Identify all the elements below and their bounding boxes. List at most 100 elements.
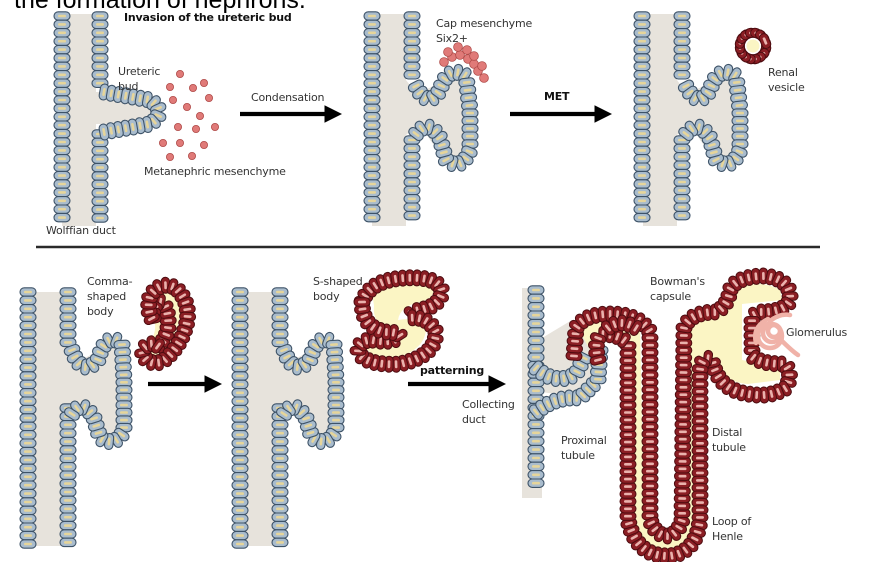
duct-cell: [363, 170, 381, 181]
duct-cell: [673, 36, 691, 46]
duct-cell: [59, 312, 77, 322]
duct-cell: [271, 512, 289, 522]
duct-cell: [271, 529, 289, 539]
duct-cell: [231, 539, 249, 549]
duct-cell: [403, 36, 421, 46]
duct-cell: [363, 120, 381, 130]
s-stage-duct-wall-left: [231, 287, 249, 549]
duct-cell: [19, 421, 37, 432]
cap-mesenchyme-cells: [439, 42, 489, 83]
duct-cell: [271, 445, 289, 455]
duct-cell: [363, 179, 381, 189]
duct-cell: [271, 320, 289, 331]
duct-cell: [19, 413, 37, 423]
duct-cell: [527, 302, 545, 312]
duct-cell: [633, 28, 651, 38]
duct-cell: [19, 522, 37, 532]
label-bowmans-capsule: Bowman's capsule: [650, 275, 705, 303]
duct-cell: [59, 478, 77, 489]
mesenchyme-cell: [158, 138, 167, 147]
duct-cell: [403, 194, 421, 204]
renal-vesicle: [733, 26, 773, 66]
duct-cell: [53, 154, 71, 164]
duct-cell: [363, 162, 381, 172]
duct-cell: [59, 304, 77, 314]
duct-cell: [403, 202, 421, 212]
duct-cell: [633, 44, 651, 55]
duct-cell: [633, 137, 651, 147]
duct-cell: [673, 168, 691, 179]
cap-mesenchyme-cell: [443, 47, 453, 57]
duct-cell: [673, 185, 691, 196]
duct-cell: [231, 337, 249, 348]
duct-cell: [731, 116, 749, 126]
duct-cell: [633, 36, 651, 46]
duct-cell: [19, 488, 37, 499]
duct-cell: [403, 53, 421, 63]
collecting-duct-wall-outer: [527, 285, 545, 488]
duct-cell: [271, 420, 289, 430]
duct-cell: [231, 446, 249, 457]
mesenchyme-cell: [199, 140, 208, 149]
duct-cell: [633, 78, 651, 88]
duct-cell: [363, 95, 381, 105]
duct-cell: [19, 304, 37, 314]
mesenchyme-cell: [195, 112, 204, 121]
duct-cell: [271, 520, 289, 531]
duct-cell: [59, 495, 77, 506]
duct-cell: [403, 143, 421, 154]
duct-cell: [53, 11, 71, 21]
duct-cell: [59, 436, 77, 447]
duct-cell: [231, 388, 249, 398]
duct-cell: [271, 495, 289, 506]
duct-cell: [363, 19, 381, 30]
nephron-cell: [757, 31, 773, 51]
duct-wall-3-right-lower: [673, 135, 691, 221]
duct-cell: [363, 112, 381, 122]
comma-stage-duct-wall-right-lower: [59, 403, 77, 548]
glomerulus-capillary-loops: [753, 312, 801, 358]
duct-cell: [633, 103, 651, 114]
cap-mesenchyme-cell: [462, 45, 472, 55]
duct-cell: [271, 470, 289, 480]
duct-cell: [461, 108, 479, 118]
mesenchyme-cell: [165, 83, 174, 92]
duct-cell: [363, 11, 381, 21]
duct-cell: [363, 204, 381, 214]
arrow-label-condensation: Condensation: [251, 91, 325, 104]
duct-cell: [91, 162, 109, 173]
duct-cell: [231, 396, 249, 406]
duct-cell: [19, 430, 37, 440]
label-ureteric-bud: Ureteric bud: [118, 65, 161, 93]
duct-cell: [19, 530, 37, 541]
duct-cell: [633, 120, 651, 130]
duct-cell: [527, 335, 545, 346]
duct-cell: [231, 379, 249, 390]
duct-cell: [53, 36, 71, 46]
duct-cell: [633, 162, 651, 172]
label-s-shaped-body: S-shaped body: [313, 275, 363, 303]
duct-cell: [59, 529, 77, 539]
duct-cell: [271, 312, 289, 322]
duct-cell: [403, 168, 421, 179]
label-comma-shaped-body: Comma- shaped body: [87, 275, 133, 318]
duct-cell: [59, 287, 77, 297]
duct-cell: [91, 61, 109, 72]
duct-wall-3-right-upper: [673, 11, 691, 80]
duct-cell: [19, 438, 37, 448]
duct-cell: [19, 446, 37, 457]
duct-cell: [53, 120, 71, 130]
metanephric-mesenchyme-cells: [158, 70, 219, 161]
duct-cell: [231, 320, 249, 331]
duct-cell: [673, 177, 691, 187]
duct-cell: [231, 287, 249, 297]
duct-cell: [673, 202, 691, 212]
duct-cell: [633, 19, 651, 30]
duct-cell: [53, 103, 71, 114]
duct-cell: [461, 131, 479, 141]
duct-cell: [59, 420, 77, 430]
duct-cell: [633, 112, 651, 122]
duct-cell: [91, 179, 109, 190]
duct-cell: [363, 103, 381, 114]
